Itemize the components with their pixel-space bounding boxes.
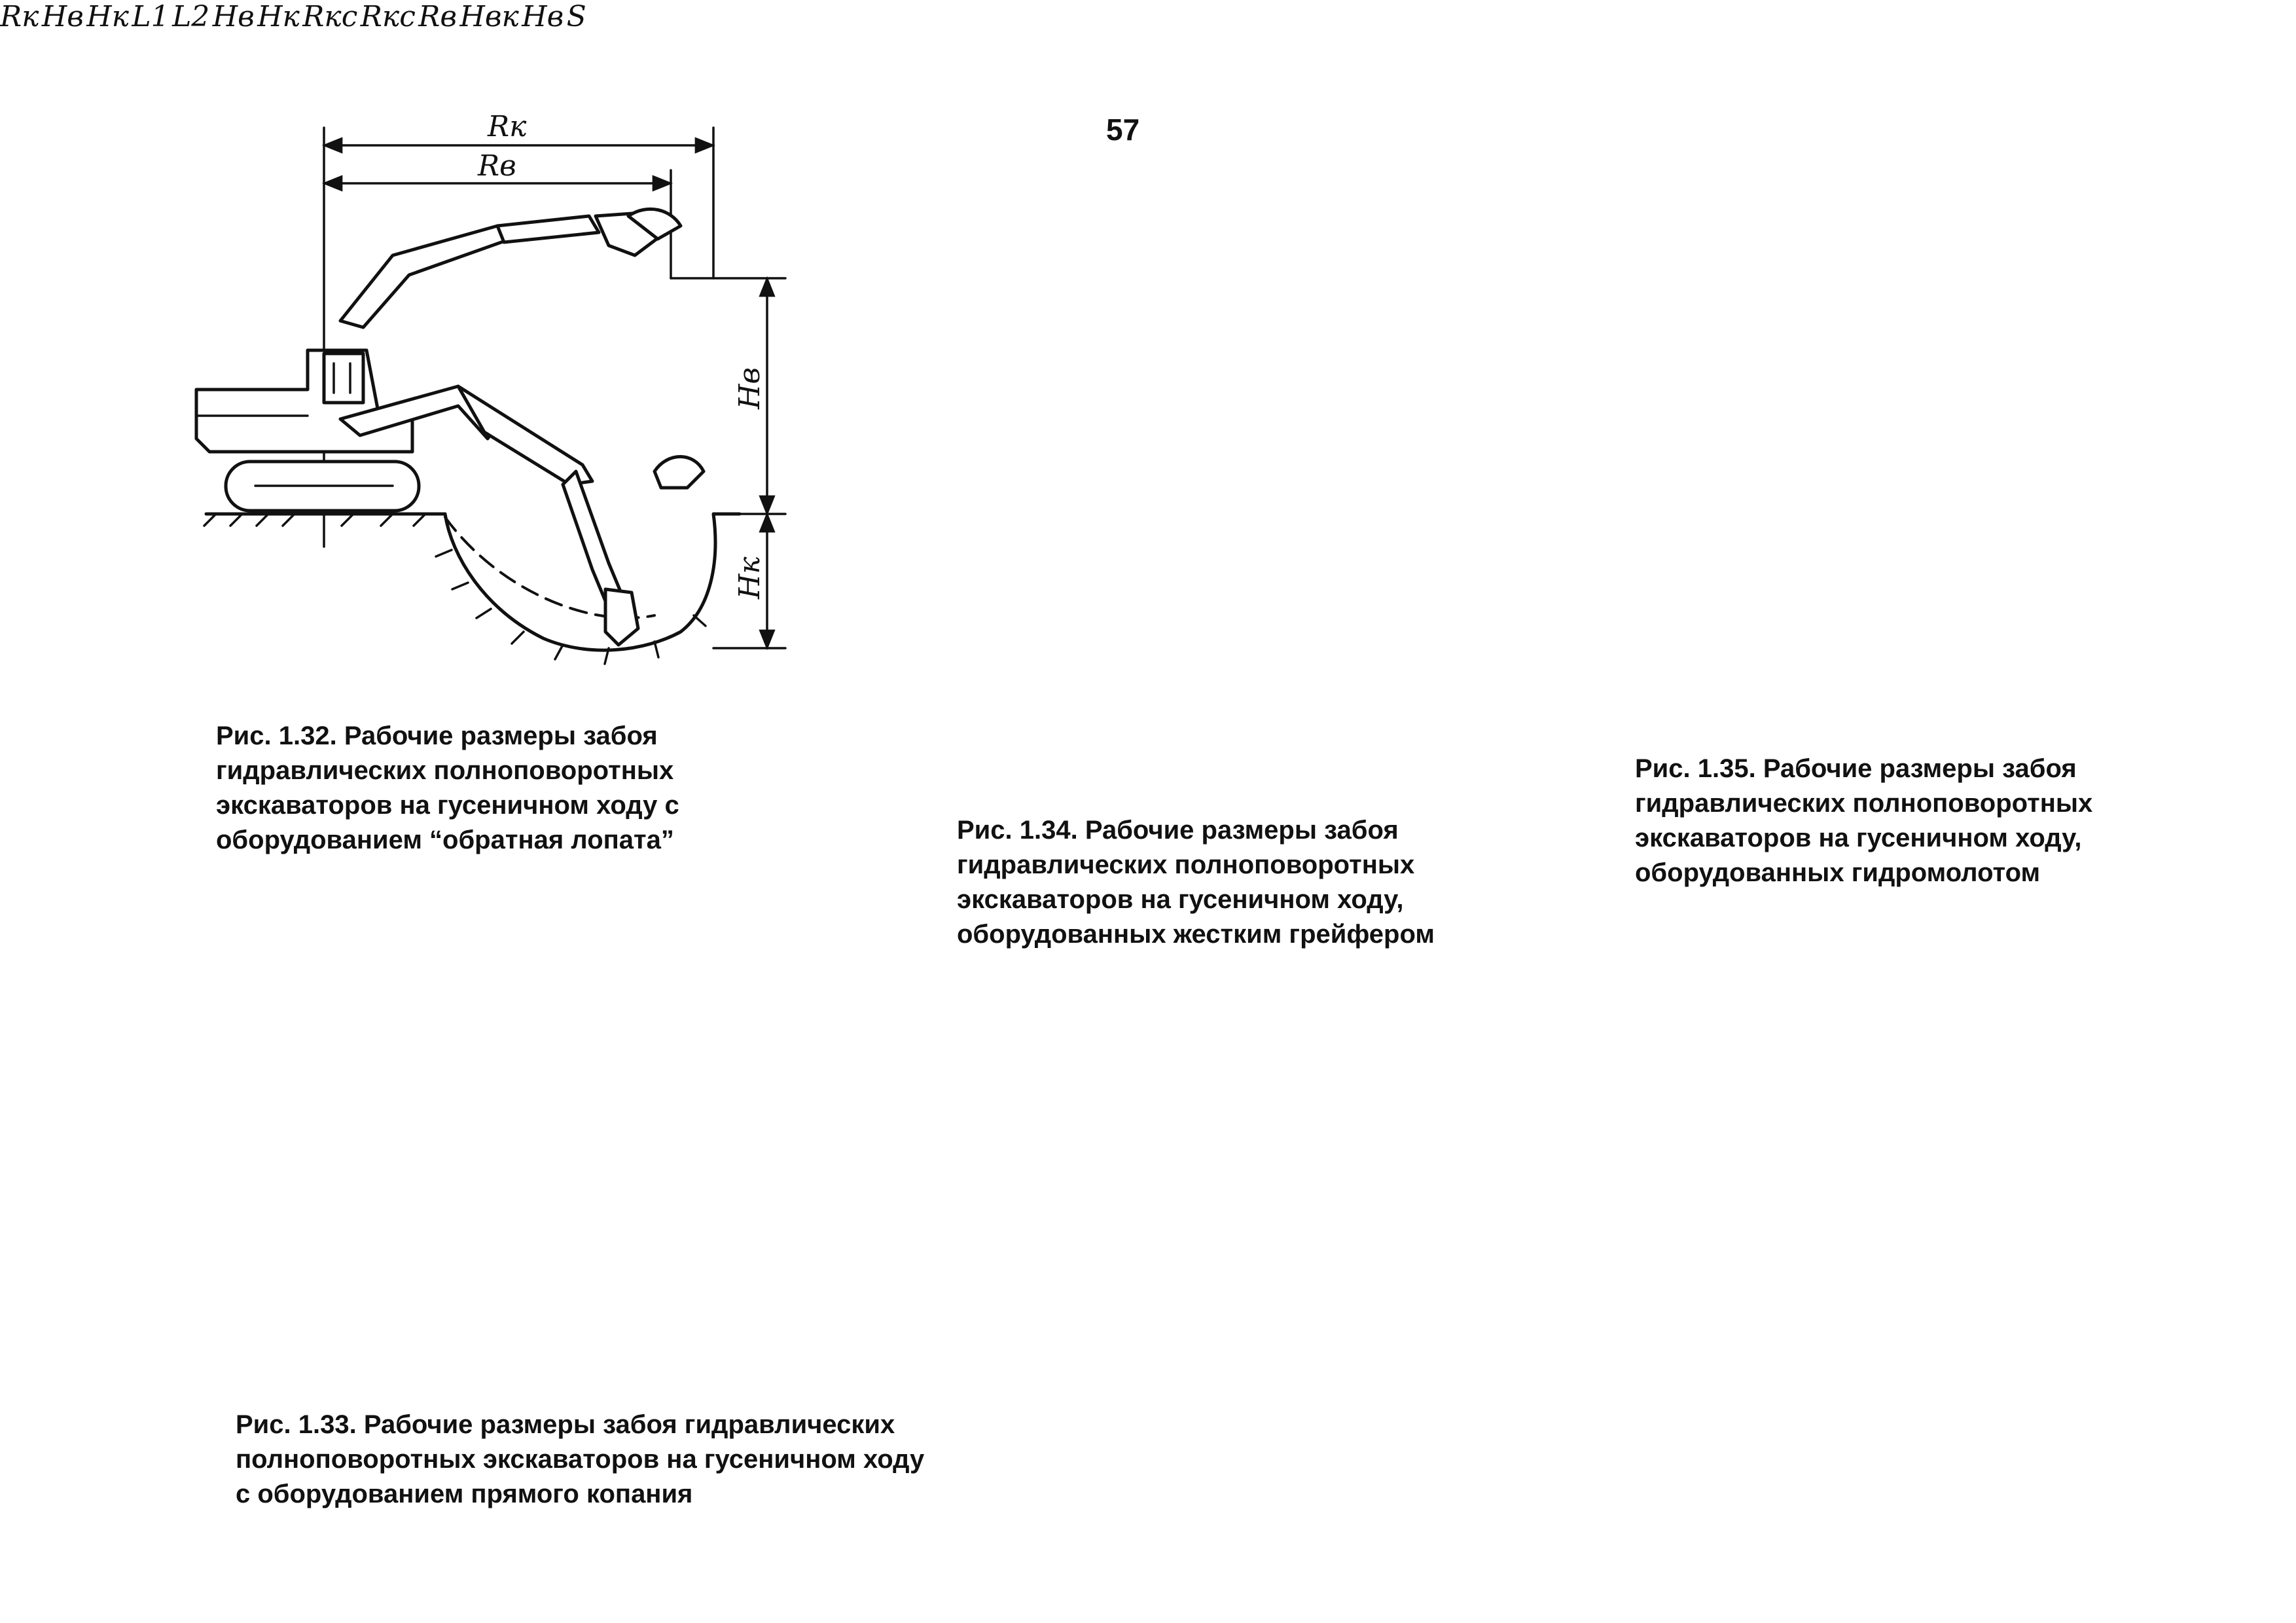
caption-fig-1-34: Рис. 1.34. Рабочие размеры забоя гидравл… <box>957 813 1435 952</box>
label-hv: Hв <box>733 367 766 410</box>
dim-rkc: Rкс Rв Hвк Hв S <box>361 0 586 33</box>
dim-l2: L2 Hв Hк Rкс <box>172 0 361 33</box>
page-number: 57 <box>1106 113 1139 147</box>
dim-hv: Hв S <box>522 0 586 33</box>
dim-rk: Rк Hв Hк <box>0 0 132 33</box>
dim-hk: Hк <box>86 0 132 33</box>
caption-line: экскаваторов на гусеничном ходу с <box>216 791 679 820</box>
caption-line: оборудованных жестким грейфером <box>957 920 1435 949</box>
figure-1-32: Rк Rв Hв Hк <box>194 110 787 665</box>
dim-rkc: Rкс <box>302 0 361 33</box>
caption-line: с оборудованием прямого копания <box>236 1480 693 1508</box>
caption-line: оборудованных гидромолотом <box>1635 858 2041 887</box>
caption-line: экскаваторов на гусеничном ходу, <box>1635 824 2082 852</box>
caption-fig-1-32: Рис. 1.32. Рабочие размеры забоя гидравл… <box>216 719 679 858</box>
caption-line: гидравлических полноповоротных <box>216 756 674 785</box>
dim-hvk: Hвк Hв S <box>460 0 586 33</box>
caption-line: гидравлических полноповоротных <box>1635 789 2093 818</box>
caption-line: оборудованием “обратная лопата” <box>216 826 674 854</box>
label-hk: Hк <box>257 0 300 33</box>
caption-line: Рис. 1.33. Рабочие размеры забоя гидравл… <box>236 1410 895 1439</box>
caption-line: Рис. 1.32. Рабочие размеры забоя <box>216 721 658 750</box>
figure-1-33: Rкс Rв Hвк Hв S <box>361 0 586 33</box>
label-hk: Hк <box>86 0 129 33</box>
dim-s: S <box>567 0 586 33</box>
caption-fig-1-33: Рис. 1.33. Рабочие размеры забоя гидравл… <box>236 1408 924 1512</box>
dim-rv: Rв Hвк Hв S <box>418 0 586 33</box>
label-hv: Hв <box>212 0 255 33</box>
label-l2: L2 <box>172 0 210 33</box>
caption-line: Рис. 1.34. Рабочие размеры забоя <box>957 816 1399 845</box>
label-rv: Rв <box>418 0 457 33</box>
label-rk: Rк <box>487 110 527 143</box>
label-s: S <box>566 0 586 33</box>
caption-line: полноповоротных экскаваторов на гусеничн… <box>236 1445 925 1474</box>
caption-fig-1-35: Рис. 1.35. Рабочие размеры забоя гидравл… <box>1635 752 2092 890</box>
dim-hv: Hв Hк <box>42 0 132 33</box>
caption-line: гидравлических полноповоротных <box>957 850 1415 879</box>
label-hv: Hв <box>522 0 564 33</box>
label-l1: L1 <box>132 0 170 33</box>
label-rk: Rк <box>0 0 39 33</box>
caption-line: Рис. 1.35. Рабочие размеры забоя <box>1635 754 2077 783</box>
label-hv: Hв <box>41 0 84 33</box>
dim-hv: Hв Hк Rкс <box>213 0 361 33</box>
dim-l1: L1 L2 Hв Hк Rкс <box>132 0 361 33</box>
ground-hatch <box>203 513 707 665</box>
label-hvk: Hвк <box>459 0 519 33</box>
caption-line: экскаваторов на гусеничном ходу, <box>957 885 1404 914</box>
label-hk: Hк <box>733 556 766 600</box>
figure-1-34: Rк Hв Hк <box>0 0 132 33</box>
figure-1-35: L1 L2 Hв Hк Rкс <box>132 0 361 33</box>
label-rv: Rв <box>477 149 516 183</box>
label-rkc: Rкс <box>302 0 358 33</box>
label-rkc: Rкс <box>360 0 416 33</box>
dim-hk: Hк Rкс <box>257 0 361 33</box>
excavator-body <box>194 348 414 454</box>
